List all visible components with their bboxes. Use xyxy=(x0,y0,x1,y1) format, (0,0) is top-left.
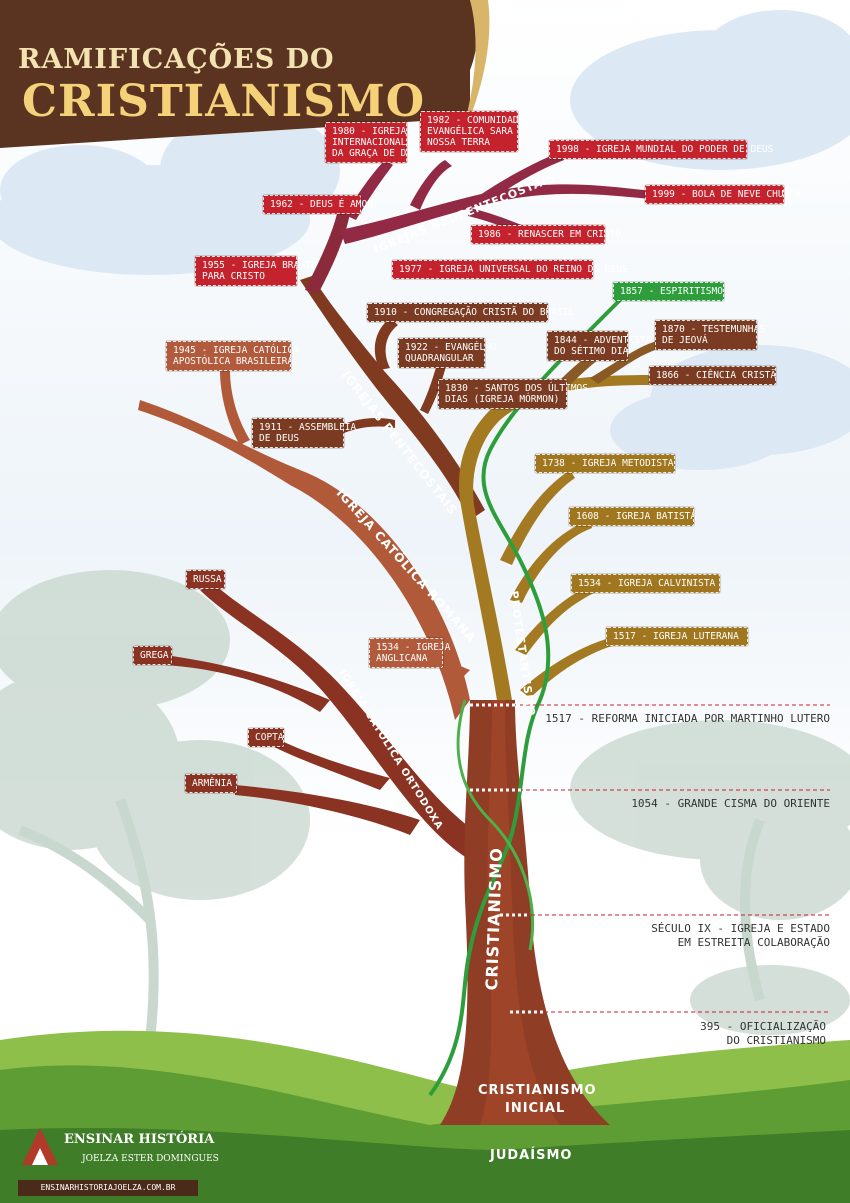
timeline-395: 395 - OFICIALIZAÇÃO DO CRISTIANISMO xyxy=(700,1020,826,1047)
branch-pentecostais xyxy=(300,276,485,520)
tag-1517: 1517 - IGREJA LUTERANA xyxy=(605,626,749,647)
branch-1870 xyxy=(590,340,662,384)
tag-1830-text: 1830 - SANTOS DOS ÚLTIMOS DIAS (IGREJA M… xyxy=(445,383,588,405)
branch-1911 xyxy=(330,418,395,438)
timeline-seculo-ix: SÉCULO IX - IGREJA E ESTADO EM ESTREITA … xyxy=(651,922,830,949)
tag-1534a: 1534 - IGREJA ANGLICANA xyxy=(368,637,450,669)
tag-1534a-text: 1534 - IGREJA ANGLICANA xyxy=(376,642,451,664)
trunk xyxy=(440,700,610,1125)
tag-1945-text: 1945 - IGREJA CATÓLICA APOSTÓLICA BRASIL… xyxy=(173,345,299,367)
tag-1608-text: 1608 - IGREJA BATISTA xyxy=(576,511,697,522)
tag-1866-text: 1866 - CIÊNCIA CRISTÃ xyxy=(656,370,777,381)
tag-1998-text: 1998 - IGREJA MUNDIAL DO PODER DE DEUS xyxy=(556,144,774,155)
tag-1534c: 1534 - IGREJA CALVINISTA xyxy=(570,573,721,594)
tag-1977-text: 1977 - IGREJA UNIVERSAL DO REINO DE DEUS xyxy=(399,264,628,275)
tag-1922-text: 1922 - EVANGÉLHO QUADRANGULAR xyxy=(405,342,497,364)
tag-copta-text: COPTA xyxy=(255,732,284,743)
tag-copta: COPTA xyxy=(247,727,285,748)
vine-espiritismo xyxy=(428,298,622,1097)
tag-1857: 1857 - ESPIRITISMO xyxy=(612,281,725,302)
branch-armenia xyxy=(235,785,420,835)
tag-1870-text: 1870 - TESTEMUNHAS DE JEOVÁ xyxy=(662,324,765,346)
tag-1922: 1922 - EVANGÉLHO QUADRANGULAR xyxy=(397,337,497,369)
trunk-ticks xyxy=(470,703,545,1014)
logo-name: ENSINAR HISTÓRIA xyxy=(64,1132,215,1147)
tag-1999: 1999 - BOLA DE NEVE CHURCH xyxy=(644,184,801,205)
vine-secondary xyxy=(456,699,535,951)
tag-1534c-text: 1534 - IGREJA CALVINISTA xyxy=(578,578,716,589)
tag-1910: 1910 - CONGREGAÇÃO CRISTÃ DO BRASIL xyxy=(366,302,574,323)
tag-1945: 1945 - IGREJA CATÓLICA APOSTÓLICA BRASIL… xyxy=(165,340,299,372)
tag-1866: 1866 - CIÊNCIA CRISTÃ xyxy=(648,365,777,386)
branch-ortodoxa xyxy=(200,585,480,860)
tag-1857-text: 1857 - ESPIRITISMO xyxy=(620,286,723,297)
tag-grega: GREGA xyxy=(132,645,173,666)
logo-author: JOELZA ESTER DOMINGUES xyxy=(82,1154,219,1164)
timeline-1054: 1054 - GRANDE CISMA DO ORIENTE xyxy=(631,797,830,810)
tag-grega-text: GREGA xyxy=(140,650,169,661)
tag-1910-text: 1910 - CONGREGAÇÃO CRISTÃ DO BRASIL xyxy=(374,307,575,318)
tag-1870: 1870 - TESTEMUNHAS DE JEOVÁ xyxy=(654,319,765,351)
branch-grega xyxy=(165,655,330,712)
branch-copta xyxy=(270,738,390,790)
tag-1844-text: 1844 - ADVENTISTA DO SÉTIMO DIA xyxy=(554,335,652,357)
label-cristianismo-inicial-1: CRISTIANISMO xyxy=(478,1083,597,1098)
tag-1982: 1982 - COMUNIDADE EVANGÉLICA SARA NOSSA … xyxy=(419,110,524,153)
tag-1738: 1738 - IGREJA METODISTA xyxy=(534,453,676,474)
tag-1738-text: 1738 - IGREJA METODISTA xyxy=(542,458,674,469)
timeline-1517: 1517 - REFORMA INICIADA POR MARTINHO LUT… xyxy=(545,712,830,725)
branch-1922 xyxy=(420,355,448,414)
branch-catolica-romana xyxy=(138,400,470,720)
branch-1998 xyxy=(480,152,564,202)
tag-1977: 1977 - IGREJA UNIVERSAL DO REINO DE DEUS xyxy=(391,259,628,280)
title-line2: CRISTIANISMO xyxy=(22,76,426,127)
branch-neo-base xyxy=(305,200,352,294)
label-cristianismo-inicial-2: INICIAL xyxy=(505,1101,566,1116)
tag-russa-text: RUSSA xyxy=(193,574,222,585)
tag-1955-text: 1955 - IGREJA BRASIL PARA CRISTO xyxy=(202,260,317,282)
tag-1998: 1998 - IGREJA MUNDIAL DO PODER DE DEUS xyxy=(548,139,773,160)
branch-metodista xyxy=(500,470,575,565)
tag-armenia: ARMÊNIA xyxy=(184,773,238,794)
timeline-lines xyxy=(470,704,830,1013)
tag-1962: 1962 - DEUS É AMOR xyxy=(262,194,373,215)
hill-front xyxy=(0,1127,850,1203)
tag-1962-text: 1962 - DEUS É AMOR xyxy=(270,199,373,210)
tag-armenia-text: ARMÊNIA xyxy=(192,778,233,789)
tag-1982-text: 1982 - COMUNIDADE EVANGÉLICA SARA NOSSA … xyxy=(427,115,525,148)
branch-1910 xyxy=(374,318,398,370)
title-banner-shape xyxy=(0,0,477,148)
tag-1911-text: 1911 - ASSEMBLEIA DE DEUS xyxy=(259,422,357,444)
label-judaismo: JUDAÍSMO xyxy=(490,1148,573,1163)
tag-1999-text: 1999 - BOLA DE NEVE CHURCH xyxy=(652,189,801,200)
tag-1830: 1830 - SANTOS DOS ÚLTIMOS DIAS (IGREJA M… xyxy=(437,378,588,410)
logo-icon xyxy=(22,1128,58,1165)
branch-neopentecostais xyxy=(340,184,660,244)
branch-1982 xyxy=(410,160,452,210)
cloud-shapes xyxy=(0,10,850,470)
background-trees xyxy=(0,570,850,1035)
tag-1955: 1955 - IGREJA BRASIL PARA CRISTO xyxy=(194,255,316,287)
branch-calvinista xyxy=(515,585,594,655)
tag-1986: 1986 - RENASCER EM CRISTO xyxy=(470,224,621,245)
tag-1980-text: 1980 - IGREJA INTERNACIONAL DA GRAÇA DE … xyxy=(332,126,424,159)
tag-1986-text: 1986 - RENASCER EM CRISTO xyxy=(478,229,621,240)
title-line1: RAMIFICAÇÕES DO xyxy=(18,44,335,75)
tag-1608: 1608 - IGREJA BATISTA xyxy=(568,506,697,527)
title-banner-edge xyxy=(466,0,490,118)
tag-1980: 1980 - IGREJA INTERNACIONAL DA GRAÇA DE … xyxy=(324,121,424,164)
tag-russa: RUSSA xyxy=(185,569,226,590)
tag-1911: 1911 - ASSEMBLEIA DE DEUS xyxy=(251,417,356,449)
trunk-highlight xyxy=(480,700,560,1125)
branch-1945 xyxy=(220,370,250,445)
background-tree-trunks xyxy=(18,798,765,1041)
tag-1517-text: 1517 - IGREJA LUTERANA xyxy=(613,631,739,642)
tag-1844: 1844 - ADVENTISTA DO SÉTIMO DIA xyxy=(546,330,651,362)
site-url[interactable]: ENSINARHISTORIAJOELZA.COM.BR xyxy=(18,1180,198,1196)
